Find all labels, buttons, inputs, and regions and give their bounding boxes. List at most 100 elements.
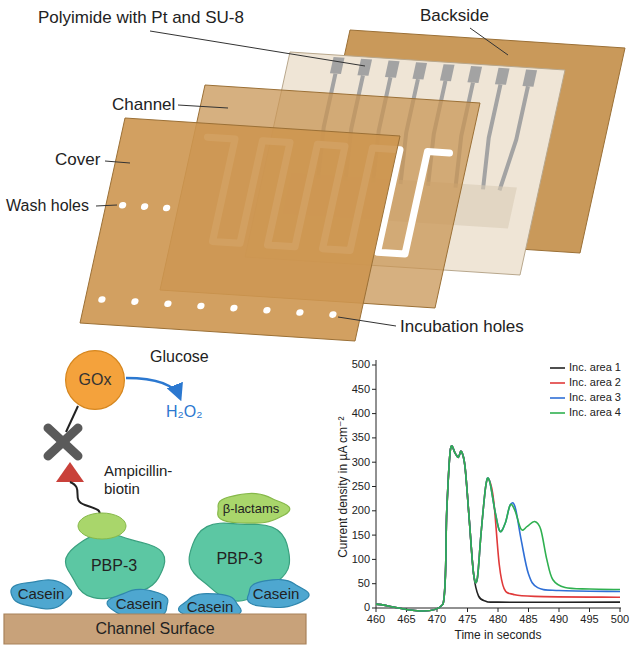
casein-label-group: Casein xyxy=(253,585,300,603)
cover-sheet xyxy=(80,118,400,341)
axis-tick-label: 350 xyxy=(352,431,370,444)
part-label: Backside xyxy=(420,6,489,26)
casein-blob: Casein xyxy=(7,578,76,610)
surface-band: Channel Surface xyxy=(4,614,306,644)
outline xyxy=(10,580,71,609)
tick-mark xyxy=(372,559,376,560)
legend-label: Inc. area 3 xyxy=(569,391,621,404)
enzyme-label: GOx xyxy=(79,370,112,389)
casein-label: Casein xyxy=(187,598,234,616)
tick-mark xyxy=(372,365,376,366)
tick-mark xyxy=(372,413,376,414)
tick-mark xyxy=(467,608,468,612)
tick-mark xyxy=(528,608,529,612)
outline xyxy=(66,351,125,410)
streptavidin-symbol xyxy=(48,428,78,456)
tick-mark xyxy=(372,510,376,511)
axis-tick-label: 150 xyxy=(352,529,370,542)
tick-mark xyxy=(376,608,377,612)
outline xyxy=(107,589,168,617)
tick-mark xyxy=(372,486,376,487)
part-label: Incubation holes xyxy=(400,317,524,337)
legend-line xyxy=(550,382,565,384)
product-label: H₂O₂ xyxy=(166,402,202,421)
axis-tick-label: 485 xyxy=(519,613,537,626)
bound-ampicillin xyxy=(78,513,126,539)
outline xyxy=(247,580,309,608)
chart-axes xyxy=(376,360,621,608)
data-curve xyxy=(376,446,620,611)
reaction-arrow xyxy=(126,378,180,398)
data-curve xyxy=(376,446,620,611)
axis-tick-label: 300 xyxy=(352,456,370,469)
tick-mark xyxy=(559,608,560,612)
tick-mark xyxy=(589,608,590,612)
protein-label: PBP-3 xyxy=(91,556,137,575)
outline xyxy=(4,614,306,644)
antibiotic-blob: β-lactams xyxy=(210,492,292,526)
part-label: Channel xyxy=(112,95,175,115)
axis-title: Current density in µA cm⁻² xyxy=(337,416,351,557)
axis-tick-label: 480 xyxy=(489,613,507,626)
tick-mark xyxy=(372,462,376,463)
legend-line xyxy=(550,367,565,369)
axis-tick-label: 450 xyxy=(352,383,370,396)
casein-label-group: Casein xyxy=(18,585,65,603)
part-label: Cover xyxy=(55,150,100,170)
surface-label-group: Channel Surface xyxy=(95,619,214,638)
axis-tick-label: 400 xyxy=(352,407,370,420)
protein-label-group: PBP-3 xyxy=(91,556,137,575)
outline xyxy=(218,493,290,523)
axis-tick-label: 465 xyxy=(397,613,415,626)
axis-tick-label: 0 xyxy=(364,601,370,614)
casein-label-group: Casein xyxy=(187,598,234,616)
casein-label: Casein xyxy=(18,585,65,603)
axis-tick-label: 500 xyxy=(352,358,370,371)
casein-blob: Casein xyxy=(242,578,311,610)
ligand-label: Ampicillin- biotin xyxy=(104,462,172,498)
ampicillin-linker xyxy=(70,482,100,516)
axis-tick-label: 50 xyxy=(358,577,370,590)
axis-tick-label: 475 xyxy=(458,613,476,626)
enzyme-circle: GOx xyxy=(65,350,125,410)
data-curve xyxy=(376,446,620,611)
legend-line xyxy=(550,397,565,399)
axis-tick-label: 200 xyxy=(352,504,370,517)
casein-label: Casein xyxy=(116,595,163,613)
biotin-symbol xyxy=(56,462,84,482)
leader-lines xyxy=(96,28,508,326)
tick-mark xyxy=(372,535,376,536)
data-curve xyxy=(376,446,620,611)
tick-mark xyxy=(372,608,376,609)
substrate-label: Glucose xyxy=(150,347,209,366)
legend-line xyxy=(550,412,565,414)
axis-tick-label: 490 xyxy=(550,613,568,626)
part-label: Polyimide with Pt and SU-8 xyxy=(38,8,244,28)
axis-tick-label: 100 xyxy=(352,553,370,566)
outline xyxy=(65,534,164,599)
part-label: Wash holes xyxy=(6,196,89,215)
axis-tick-label: 495 xyxy=(580,613,598,626)
casein-label: Casein xyxy=(253,585,300,603)
casein-label-group: Casein xyxy=(116,595,163,613)
tick-mark xyxy=(372,389,376,390)
axis-title: Time in seconds xyxy=(455,628,542,642)
tick-mark xyxy=(372,583,376,584)
surface-label: Channel Surface xyxy=(95,619,214,638)
protein-label: PBP-3 xyxy=(216,549,262,568)
tick-mark xyxy=(372,437,376,438)
axis-tick-label: 250 xyxy=(352,480,370,493)
axis-tick-label: 500 xyxy=(611,613,629,626)
axis-tick-label: 460 xyxy=(367,613,385,626)
enzyme-label-group: GOx xyxy=(79,370,112,389)
legend-label: Inc. area 2 xyxy=(569,376,621,389)
legend-label: Inc. area 4 xyxy=(569,406,621,419)
axis-tick-label: 470 xyxy=(428,613,446,626)
chart-plot xyxy=(372,365,620,612)
legend-label: Inc. area 1 xyxy=(569,361,621,374)
antibiotic-label: β-lactams xyxy=(223,501,280,517)
protein-label-group: PBP-3 xyxy=(216,549,262,568)
tick-mark xyxy=(498,608,499,612)
